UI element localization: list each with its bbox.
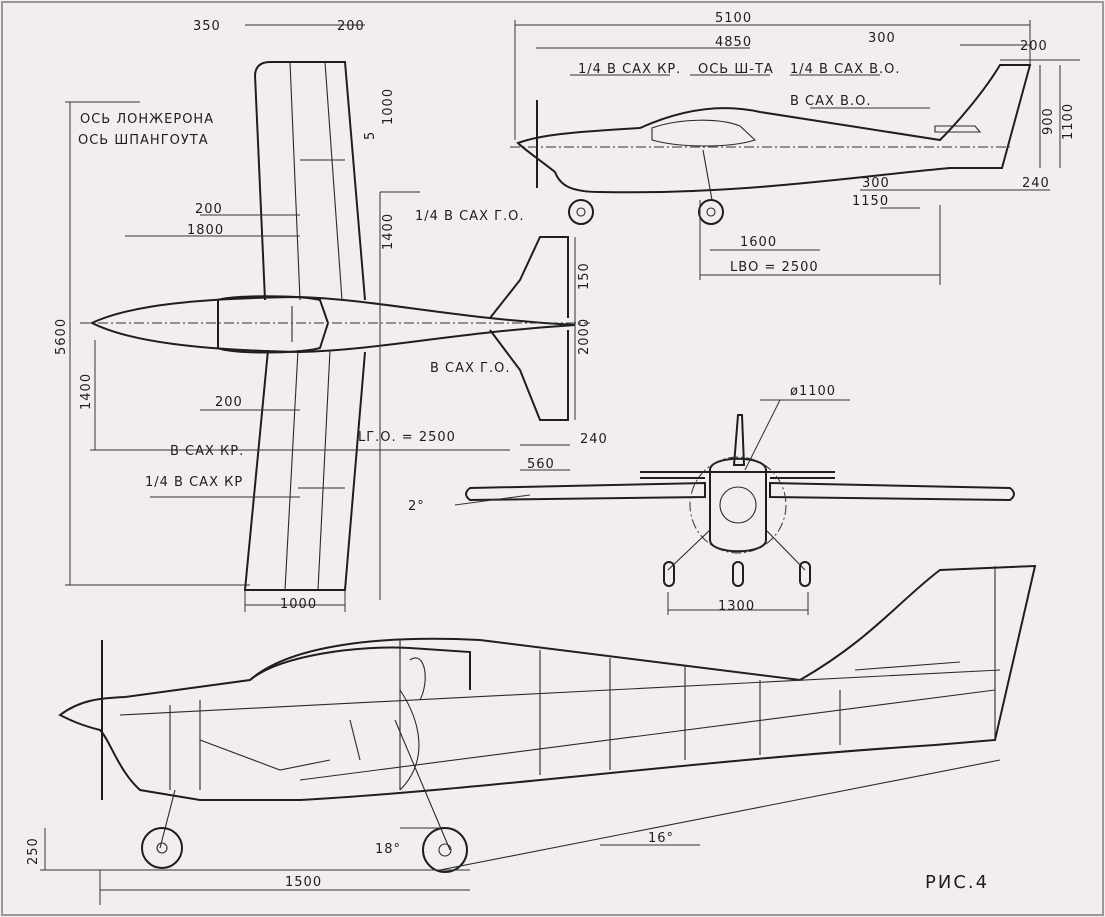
note-mac-wing: B САХ КР. (170, 444, 245, 459)
front-fuselage (709, 457, 767, 553)
note-quarter-mac-wing-plan: 1/4 B САХ КР (145, 475, 244, 490)
plan-wing-spar (284, 61, 343, 591)
dim-prop-diameter: ø1100 (790, 384, 837, 399)
dim-gear: 1600 (740, 235, 778, 250)
dim-overall-length: 5100 (715, 11, 753, 26)
note-mac-vt: B САХ В.О. (790, 94, 872, 109)
front-view (454, 399, 1015, 615)
dim-ground-angle: 16° (648, 831, 675, 846)
side-view (510, 20, 1080, 285)
front-tailplane (640, 471, 835, 479)
cutaway-canopy (249, 646, 471, 690)
dim-wheel-height: 250 (26, 837, 41, 865)
dim-fin-tip: 200 (1020, 39, 1048, 54)
dim-ht-root: 560 (527, 457, 555, 472)
dim-ht-trail: 240 (580, 432, 608, 447)
cutaway-nose-wheel (141, 827, 183, 869)
note-quarter-mac-wing: 1/4 B САХ КР. (578, 62, 682, 77)
cutaway-pilot (199, 657, 426, 791)
side-main-wheel (698, 199, 724, 225)
plan-wing-lower (243, 349, 366, 591)
note-frame-axis-plan: ОСЬ ШПАНГОУТА (78, 133, 209, 148)
dim-length-to-nose: 4850 (715, 35, 753, 50)
cutaway-structure (119, 566, 1001, 790)
side-nose-wheel (568, 199, 594, 225)
dim-span: 5600 (54, 317, 69, 355)
dim-nose-to-mac: 1400 (79, 372, 94, 410)
front-wheel-left (663, 561, 675, 587)
side-fuselage (516, 64, 1032, 194)
note-mac-ht: B САХ Г.О. (430, 361, 511, 376)
cutaway-ground-line (439, 759, 1001, 871)
dim-root-chord: 1000 (280, 597, 318, 612)
plan-tailplane (489, 236, 569, 421)
dim-fin-trail: 240 (1022, 176, 1050, 191)
dim-spar-offset: 200 (195, 202, 223, 217)
dim-fin-height: 900 (1041, 107, 1056, 135)
front-wing (465, 481, 1015, 502)
front-wheel-right (799, 561, 811, 587)
plan-wing-upper (253, 61, 366, 301)
plan-fuselage (89, 295, 576, 354)
cutaway-gear (159, 719, 451, 851)
plan-view (65, 24, 590, 612)
dim-fin-total: 1100 (1061, 102, 1076, 140)
dim-wheelbase: 1500 (285, 875, 323, 890)
dim-tip-panel: 1000 (381, 87, 396, 125)
dim-gear-angle: 18° (375, 842, 402, 857)
dim-dihedral: 2° (408, 499, 425, 514)
dim-track: 1300 (718, 599, 756, 614)
dim-wing-position: 1800 (187, 223, 225, 238)
dim-ht-span: 2000 (577, 317, 592, 355)
dim-spar-offset-2: 200 (215, 395, 243, 410)
dim-fin-root: 300 (862, 176, 890, 191)
dim-panel: 1400 (381, 212, 396, 250)
dim-sweep-le: 350 (193, 19, 221, 34)
plan-canopy (217, 295, 330, 354)
front-wheel-center (732, 561, 744, 587)
side-canopy (651, 119, 757, 147)
note-quarter-mac-ht: 1/4 B САХ Г.О. (415, 209, 525, 224)
front-gear-legs (667, 529, 806, 571)
dim-ht-tip: 150 (577, 262, 592, 290)
dim-offset: 5 (363, 130, 378, 140)
note-frame-axis: ОСЬ Ш-ТА (698, 62, 774, 77)
dim-sweep-te: 200 (337, 19, 365, 34)
cutaway-main-wheel (422, 827, 468, 873)
dim-l-go: LГ.О. = 2500 (358, 430, 456, 445)
front-fin (732, 414, 746, 466)
front-prop-disc (689, 456, 787, 554)
side-gear-and-stab (702, 125, 982, 201)
front-spinner (719, 486, 757, 524)
dim-l-vo: LВО = 2500 (730, 260, 819, 275)
dim-tail-arm: 1150 (852, 194, 890, 209)
plan-wing-rib (298, 159, 345, 489)
note-spar-axis: ОСЬ ЛОНЖЕРОНА (80, 112, 215, 127)
figure-label: РИС.4 (925, 872, 990, 893)
cutaway-view (40, 564, 1037, 905)
note-quarter-mac-vt: 1/4 B САХ В.О. (790, 62, 901, 77)
dim-fin-top: 300 (868, 31, 896, 46)
cutaway-fuselage (58, 564, 1037, 801)
